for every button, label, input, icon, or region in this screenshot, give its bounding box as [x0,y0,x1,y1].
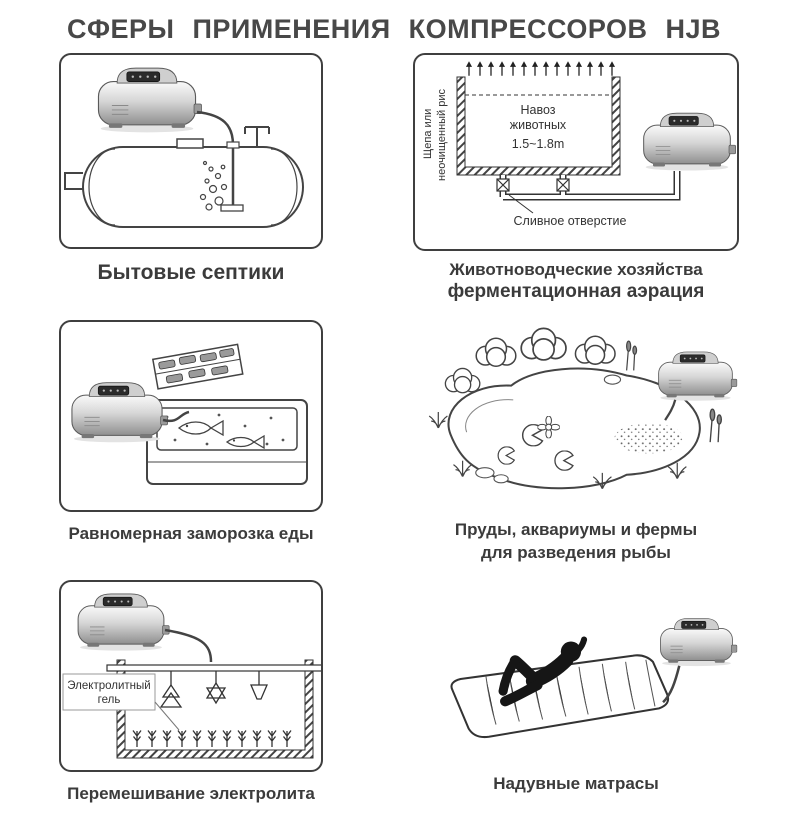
grass-tuft-icon [428,411,449,429]
electrolyte-drawing: Электролитный гель [62,592,321,758]
mattress-drawing [450,617,738,738]
mattress-caption: Надувные матрасы [493,773,659,793]
sand-area [614,423,684,454]
air-pump-icon [660,617,738,667]
diffuser [220,204,244,212]
drain-label: Сливное отверстие [514,214,627,228]
electrolyte-caption: Перемешивание электролита [67,783,315,803]
bush-icon [520,327,567,361]
food-tray [151,343,244,390]
farm-caption-line2: ферментационная аэрация [447,281,705,303]
gel-sprigs [132,729,292,748]
valves [496,178,570,192]
freezing-drawing [71,343,308,485]
depth-label: 1.5~1.8m [512,137,564,151]
gel-label-box [62,673,156,710]
mattress-illustration [414,595,738,762]
pond-caption-line1: Пруды, аквариумы и фермы [454,520,698,539]
freezer-opening [156,407,298,451]
manhole [176,138,204,149]
air-hose [662,665,681,703]
air-hose [164,628,213,662]
panel-freezing: Равномерная заморозка еды [11,320,371,564]
vent-pipe [244,126,270,147]
air-pump-icon [643,112,737,172]
air-pump-icon [658,351,738,402]
cattail-icon [709,408,723,443]
septic-tank [82,146,304,228]
gel-label-line2: гель [98,694,121,706]
electrodes [159,670,268,708]
inlet-pipe [64,172,84,190]
air-hose [162,410,190,423]
person-silhouette [498,635,588,706]
page-title: СФЕРЫ ПРИМЕНЕНИЯ КОМПРЕССОРОВ HJB [66,14,722,44]
air-pump-icon [97,67,203,133]
manure-label-line2: животных [510,118,567,132]
side-label-line1: Щепа или [422,109,434,159]
farm-caption-line1: Животноводческие хозяйства [449,260,703,279]
electrolyte-illustration: Электролитный гель [59,579,323,772]
septic-caption: Бытовые септики [97,261,285,284]
pond-drawing [428,327,738,490]
air-hose [664,399,677,421]
fermentation-tank [456,76,621,176]
panel-electrolyte: Электролитный гель Перемешивание электро… [11,579,371,804]
side-label-line2: неочищенный рис [436,88,448,181]
panel-farm: Навоз животных 1.5~1.8m Щепа или неочище… [375,53,777,304]
cattail-icon [625,340,638,372]
freezing-illustration [59,320,323,512]
bush-icon [574,335,616,365]
bush-icon [475,337,517,367]
bubbles [199,160,228,211]
septic-drawing [64,67,304,228]
septic-illustration [59,53,323,249]
gel-label-line1: Электролитный [67,680,150,692]
fish [177,419,265,450]
panel-septic: Бытовые септики [11,53,371,304]
farm-illustration: Навоз животных 1.5~1.8m Щепа или неочище… [413,53,739,251]
bush-icon [444,367,481,394]
hanger-bar [106,663,321,672]
panel-mattress: Надувные матрасы [375,580,777,804]
panels-grid: Бытовые септики Навоз [0,53,788,804]
air-pump-icon [71,382,169,443]
manure-label-line1: Навоз [520,103,555,117]
air-pump-icon [77,592,170,651]
panel-pond: Пруды, аквариумы и фермы для разведения … [375,320,777,564]
pond-illustration [414,320,738,508]
pond-caption-line2: для разведения рыбы [481,543,671,563]
rocks [475,374,622,484]
farm-drawing: Навоз животных 1.5~1.8m Щепа или неочище… [422,61,737,228]
aeration-arrows [465,61,616,76]
freezing-caption: Равномерная заморозка еды [68,524,314,543]
